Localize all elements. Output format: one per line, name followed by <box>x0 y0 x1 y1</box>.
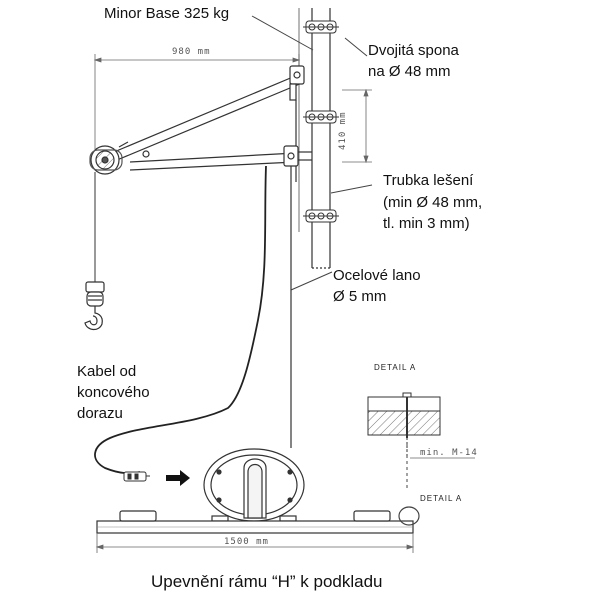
crane-arm <box>113 65 312 182</box>
scaffold-tube <box>298 8 331 269</box>
limit-switch-cable <box>94 165 267 475</box>
detail-a-bottom-label: DETAIL A <box>420 494 463 503</box>
detail-a-top-label: DETAIL A <box>374 363 417 372</box>
cable-label-line1: Kabel od <box>77 363 137 380</box>
tube-label-line1: Trubka lešení <box>383 172 474 189</box>
cable-label-line2: koncového <box>77 384 150 401</box>
cable-connector <box>123 471 150 482</box>
bolt-dimension-label: min. M-14 <box>420 448 478 458</box>
dimension-arm <box>93 54 301 166</box>
frame-dimension-label: 1500 mm <box>224 537 269 547</box>
hook <box>84 281 105 331</box>
rope-label-line1: Ocelové lano <box>333 267 421 284</box>
dimension-frame <box>95 533 415 553</box>
winch-motor <box>203 448 305 522</box>
title-label: Minor Base 325 kg <box>104 5 230 22</box>
cable-label-line3: dorazu <box>77 405 123 422</box>
tube-label-line3: tl. min 3 mm) <box>383 215 470 232</box>
detail-a-drawing <box>367 392 475 459</box>
bottom-caption: Upevnění rámu “H” k podkladu <box>151 572 383 591</box>
arm-dimension-label: 980 mm <box>172 47 211 57</box>
clamp-dimension-label: 410 mm <box>338 111 348 150</box>
clamp-label-line1: Dvojitá spona <box>368 42 459 59</box>
clamp-label-line2: na Ø 48 mm <box>368 63 451 80</box>
double-clamp-middle <box>303 110 339 124</box>
double-clamp-bottom <box>303 209 339 223</box>
h-frame <box>96 506 420 534</box>
tube-label-line2: (min Ø 48 mm, <box>383 194 483 211</box>
winch <box>89 141 129 175</box>
rope-label-line2: Ø 5 mm <box>333 288 387 305</box>
leader-lines <box>251 15 408 490</box>
dimension-clamps <box>342 88 372 164</box>
arrow-right-icon <box>166 470 190 486</box>
double-clamp-top <box>303 20 339 34</box>
